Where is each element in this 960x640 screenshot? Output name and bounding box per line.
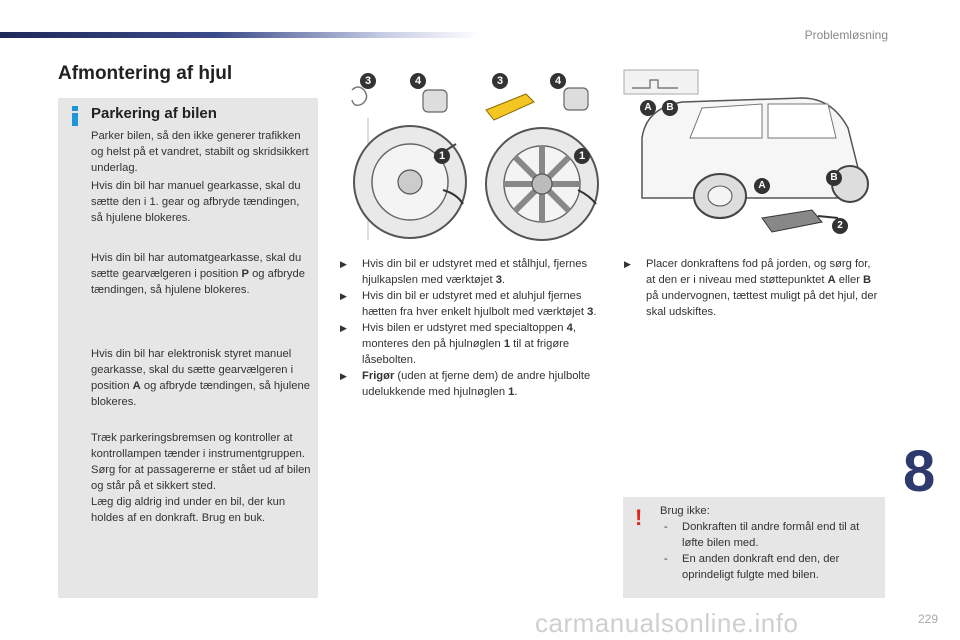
bullet-arrow-icon: ▶	[340, 259, 347, 269]
callout-badge: A	[754, 178, 770, 194]
callout-badge: A	[640, 100, 656, 116]
info-paragraph-5: Træk parkeringsbremsen og kontroller at …	[91, 432, 311, 524]
callout-badge: 2	[832, 218, 848, 234]
callout-badge: 4	[410, 73, 426, 89]
callout-badge: 1	[574, 148, 590, 164]
bullet-arrow-icon: ▶	[340, 323, 347, 333]
van-jack-illustration	[623, 69, 869, 233]
info-paragraph-2: Hvis din bil har manuel gearkasse, skal …	[91, 180, 301, 224]
list-item: ▶Hvis din bil er udstyret med et aluhjul…	[340, 290, 597, 318]
callout-badge: 3	[492, 73, 508, 89]
instruction-list: ▶Hvis din bil er udstyret med et stålhju…	[340, 256, 602, 400]
bullet-arrow-icon: ▶	[340, 291, 347, 301]
callout-badge: 4	[550, 73, 566, 89]
list-item: ▶Hvis bilen er udstyret med specialtoppe…	[340, 322, 576, 366]
jack-instruction-list: ▶Placer donkraftens fod på jorden, og sø…	[624, 256, 880, 320]
alloy-wheel-illustration	[485, 87, 599, 241]
list-item: -En anden donkraft end den, der oprindel…	[664, 553, 840, 581]
info-box-heading: Parkering af bilen	[91, 105, 217, 122]
info-box: Parkering af bilen Parker bilen, så den …	[58, 98, 318, 598]
bullet-arrow-icon: ▶	[624, 259, 631, 269]
page-title: Afmontering af hjul	[58, 63, 233, 84]
info-paragraph-1: Parker bilen, så den ikke generer trafik…	[91, 130, 309, 174]
warning-list: -Donkraften til andre formål end til at …	[660, 519, 880, 583]
callout-badge: 3	[360, 73, 376, 89]
figure-van-jack: A B A B 2	[622, 68, 886, 243]
watermark: carmanualsonline.info	[535, 608, 799, 638]
callout-badge: B	[662, 100, 678, 116]
section-label: Problemløsning	[804, 28, 888, 42]
figure-alloy-wheel: 3 4 1	[478, 70, 610, 242]
warning-title: Brug ikke:	[660, 505, 710, 517]
header-bar	[0, 32, 480, 38]
warning-exclamation-icon: !	[635, 505, 643, 530]
warning-box: ! Brug ikke: -Donkraften til andre formå…	[623, 497, 885, 598]
info-paragraph-4: Hvis din bil har elektronisk styret manu…	[91, 348, 310, 408]
bullet-arrow-icon: ▶	[340, 371, 347, 381]
page-number: 229	[917, 612, 938, 626]
list-item: ▶Frigør (uden at fjerne dem) de andre hj…	[340, 370, 591, 398]
info-icon	[68, 106, 82, 126]
info-paragraph-3: Hvis din bil har automatgearkasse, skal …	[91, 252, 305, 296]
list-item: -Donkraften til andre formål end til at …	[664, 521, 860, 549]
figure-steel-wheel: 3 4 1	[338, 70, 470, 242]
callout-badge: B	[826, 170, 842, 186]
chapter-number: 8	[903, 439, 936, 504]
steel-wheel-illustration	[351, 86, 467, 240]
callout-badge: 1	[434, 148, 450, 164]
list-item: ▶Hvis din bil er udstyret med et stålhju…	[340, 258, 588, 286]
list-item: ▶Placer donkraftens fod på jorden, og sø…	[624, 258, 878, 318]
